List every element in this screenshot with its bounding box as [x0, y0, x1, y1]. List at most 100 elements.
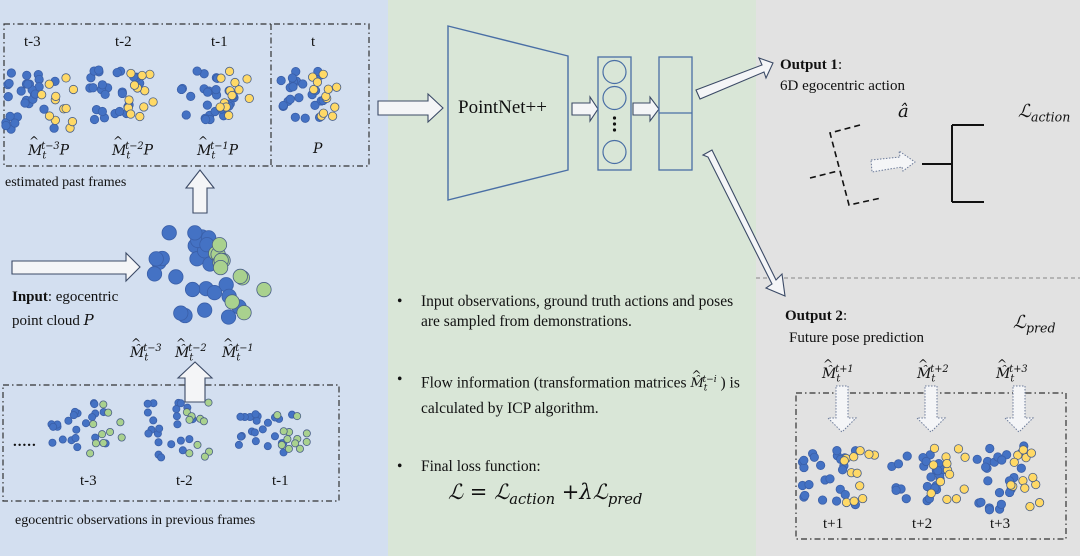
- point-blue: [197, 302, 213, 318]
- loss-sub: action: [1030, 109, 1071, 125]
- future-arrow-1: [826, 385, 858, 433]
- point-blue: [981, 462, 991, 472]
- point-green: [283, 435, 292, 444]
- point-blue: [298, 79, 308, 89]
- point-yellow: [951, 494, 962, 504]
- point-yellow: [935, 476, 946, 487]
- point-yellow: [61, 73, 71, 83]
- point-yellow: [145, 69, 155, 79]
- point-yellow: [37, 90, 47, 100]
- point-blue: [10, 118, 20, 128]
- past-frame-label: t-3: [24, 34, 41, 50]
- point-green: [236, 305, 252, 321]
- point-blue: [310, 100, 320, 110]
- point-blue: [972, 454, 982, 464]
- matrix-sub: t: [836, 373, 841, 385]
- loss-pred-symbol: +λℒ: [555, 480, 608, 504]
- arrow-up-from-previous: [176, 361, 214, 403]
- point-blue: [270, 432, 279, 441]
- point-blue: [799, 455, 809, 465]
- note-text: Flow information (transformation matrice…: [421, 374, 691, 392]
- past-frames-caption: estimated past frames: [5, 175, 127, 190]
- point-green: [302, 429, 311, 438]
- matrix-symbol: M̂: [222, 336, 236, 361]
- point-yellow: [928, 460, 939, 470]
- point-blue: [840, 490, 850, 500]
- loss-symbol: ℒ: [1018, 101, 1031, 122]
- point-blue: [831, 496, 842, 506]
- point-yellow: [1018, 476, 1028, 486]
- point-blue: [186, 91, 196, 101]
- point-yellow: [318, 69, 328, 79]
- point-cloud-current: [276, 66, 342, 123]
- point-green: [302, 437, 311, 446]
- point-blue: [39, 104, 49, 114]
- feature-ellipsis-dot: [612, 122, 617, 126]
- pointnet-encoder: [447, 25, 569, 201]
- point-green: [99, 400, 108, 409]
- point-yellow: [129, 80, 140, 90]
- point-yellow: [230, 77, 240, 88]
- point-blue: [185, 435, 194, 444]
- point-cloud-past-t-2: [85, 65, 158, 125]
- point-blue: [984, 505, 995, 515]
- point-blue: [97, 80, 107, 90]
- transformed-frame-label-t-2: Mtt−2P: [112, 134, 153, 162]
- point-blue: [251, 437, 260, 446]
- matrix-sub: t: [144, 352, 149, 364]
- point-yellow: [135, 111, 145, 122]
- loss-action-sub: action: [509, 491, 556, 509]
- point-green: [106, 427, 115, 436]
- point-yellow: [953, 444, 964, 454]
- point-blue: [201, 114, 211, 125]
- point-yellow: [1025, 501, 1035, 512]
- point-green: [117, 433, 126, 442]
- point-yellow: [926, 488, 936, 498]
- point-blue: [64, 416, 73, 425]
- point-blue: [285, 94, 295, 104]
- point-blue: [985, 443, 995, 454]
- future-frame-label: t+3: [990, 516, 1011, 532]
- feature-node: [602, 85, 627, 111]
- point-blue: [149, 416, 158, 425]
- point-blue: [817, 495, 828, 505]
- arrow-to-features: [571, 95, 599, 123]
- point-yellow: [1006, 480, 1016, 490]
- loss-formula: ℒ = ℒaction +λℒpred: [448, 480, 642, 508]
- past-frame-label: t-2: [115, 34, 132, 50]
- point-cloud-future-t+1: [797, 446, 880, 510]
- point-cloud-past-t-1: [176, 66, 254, 125]
- past-frames-box: [3, 23, 370, 167]
- point-blue: [23, 79, 33, 89]
- future-frame-label: t+1: [823, 516, 844, 532]
- point-yellow: [332, 82, 342, 92]
- arrow-to-heads: [632, 95, 660, 123]
- point-blue: [48, 438, 57, 447]
- output2-title: Output 2:: [785, 308, 847, 325]
- point-blue: [112, 68, 122, 78]
- point-blue: [252, 416, 261, 425]
- point-green: [284, 444, 293, 453]
- arrow-input-right: [11, 251, 141, 283]
- note-item: Input observations, ground truth actions…: [395, 292, 755, 332]
- point-yellow: [328, 111, 338, 121]
- point-blue: [181, 110, 191, 120]
- point-blue: [184, 281, 201, 298]
- point-yellow: [323, 84, 333, 94]
- output2-colon: :: [842, 308, 848, 324]
- current-frame-symbol: P: [313, 141, 323, 157]
- previous-frames-ellipsis: .....: [13, 434, 37, 450]
- point-blue: [173, 420, 182, 429]
- point-green: [232, 268, 248, 285]
- point-blue: [161, 225, 177, 241]
- arrow-to-output2: [701, 149, 786, 297]
- point-yellow: [309, 84, 319, 95]
- point-yellow: [124, 95, 134, 105]
- feature-vector: [597, 56, 632, 171]
- loss-action-label: ℒaction: [1018, 101, 1070, 125]
- feature-node: [602, 59, 627, 85]
- point-blue: [144, 429, 153, 438]
- point-blue: [72, 425, 81, 434]
- note-item: Flow information (transformation matrice…: [395, 365, 755, 419]
- point-blue: [172, 405, 181, 414]
